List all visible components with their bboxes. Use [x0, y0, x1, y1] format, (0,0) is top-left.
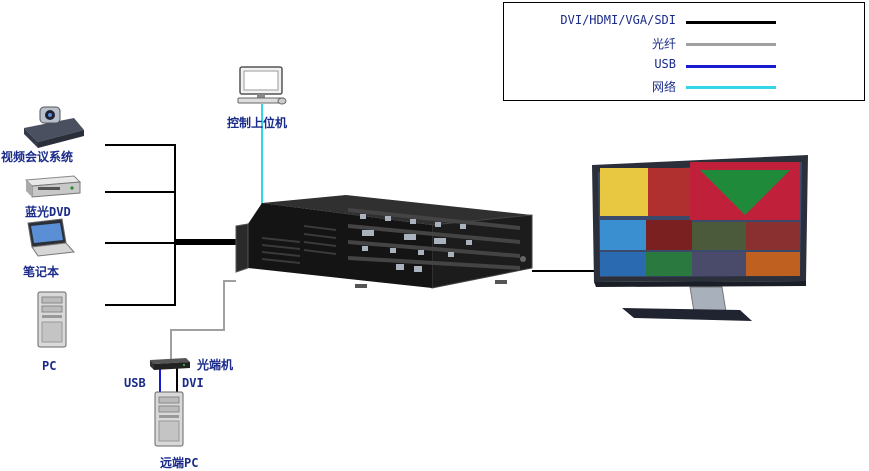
legend-swatch-usb: [686, 65, 776, 68]
legend-swatch-video: [686, 21, 776, 24]
remote-pc-label: 远端PC: [160, 456, 199, 470]
control-pc-label: 控制上位机: [227, 116, 288, 130]
laptop-label: 笔记本: [23, 265, 60, 279]
legend-row-usb: USB: [504, 56, 864, 76]
pc-tower-icon: [37, 291, 67, 348]
fiber-transceiver-icon: [150, 358, 190, 370]
signal-lines: [105, 144, 598, 306]
video-processor-chassis-icon: [235, 195, 533, 289]
display-wall-monitor-icon: [592, 155, 808, 321]
remote-pc-tower-icon: [154, 391, 184, 447]
laptop-icon: [27, 218, 76, 257]
legend-label-fiber: 光纤: [651, 37, 676, 51]
legend-label-usb: USB: [654, 57, 676, 71]
fiber-line: [170, 280, 236, 360]
dvd-player-icon: [24, 175, 82, 198]
desktop-monitor-icon: [237, 66, 287, 105]
legend-row-fiber: 光纤: [504, 34, 864, 54]
video-conf-label: 视频会议系统: [1, 150, 74, 164]
legend-swatch-network: [686, 86, 776, 89]
legend-label-network: 网络: [651, 80, 676, 94]
usb-dvi-lines: [159, 368, 178, 392]
fiber-box-label: 光端机: [197, 358, 234, 372]
usb-label: USB: [124, 376, 146, 390]
legend-row-network: 网络: [504, 77, 864, 97]
legend: DVI/HDMI/VGA/SDI 光纤 USB 网络: [503, 2, 865, 101]
video-conference-icon: [24, 106, 84, 148]
legend-label-video: DVI/HDMI/VGA/SDI: [560, 13, 676, 27]
legend-row-video: DVI/HDMI/VGA/SDI: [504, 12, 864, 32]
pc-label: PC: [42, 359, 57, 373]
dvi-label: DVI: [182, 376, 204, 390]
legend-swatch-fiber: [686, 43, 776, 46]
bluray-label: 蓝光DVD: [25, 205, 71, 219]
